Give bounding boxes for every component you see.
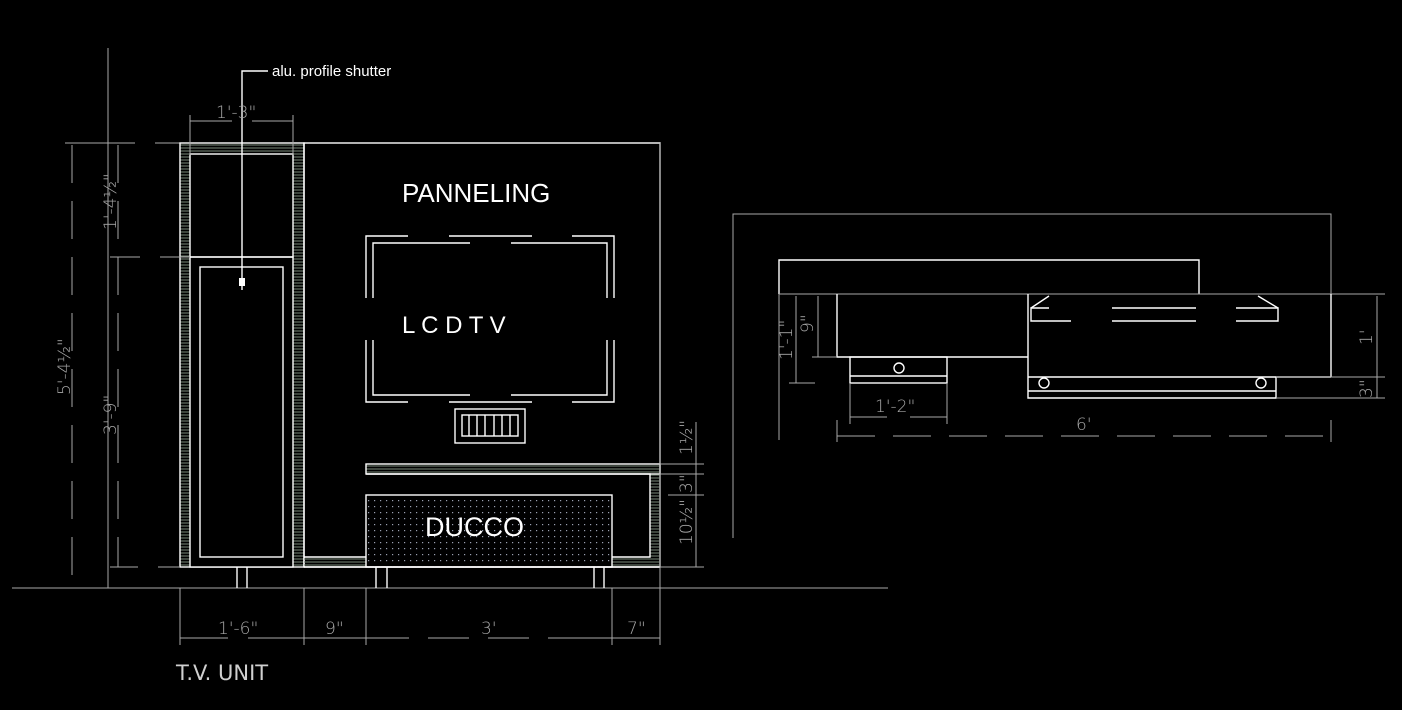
dim-vertical-right: 1½" 3" 10½": [659, 143, 704, 590]
vent-grille: [454, 408, 526, 444]
svg-text:3": 3": [677, 474, 697, 493]
dim-vertical-left: 5'-4½" 1'-4½" 3'-9": [55, 145, 190, 588]
lcd-tv-label: L C D T V: [402, 312, 506, 339]
dim-bottom: 1'-6" 9" 3' 7": [179, 588, 661, 645]
svg-text:9": 9": [325, 619, 344, 639]
dim-shutter-width: 1'-3": [189, 103, 294, 155]
svg-text:6': 6': [1076, 415, 1092, 435]
svg-text:1'-1": 1'-1": [777, 320, 797, 360]
panneling-label: PANNELING: [402, 178, 550, 208]
drawing-title: T.V. UNIT: [175, 661, 268, 685]
svg-text:1'-2": 1'-2": [875, 397, 915, 417]
svg-text:1'-3": 1'-3": [216, 103, 256, 123]
svg-text:1'-6": 1'-6": [218, 619, 258, 639]
plan-dimensions: 1'-1" 9" 1'-2" 6' 1' 3": [777, 296, 1385, 442]
callout: alu. profile shutter: [239, 63, 391, 290]
svg-text:3": 3": [1357, 379, 1377, 398]
svg-text:7": 7": [627, 619, 646, 639]
tv-console-plan: [1027, 294, 1332, 399]
elevation-view: alu. profile shutter PANNELING L C D T V: [12, 48, 888, 685]
callout-label: alu. profile shutter: [272, 63, 391, 80]
svg-text:3'-9": 3'-9": [101, 395, 121, 435]
svg-text:1'-4½": 1'-4½": [101, 173, 121, 230]
svg-text:1½": 1½": [677, 420, 697, 455]
plan-view: 1'-1" 9" 1'-2" 6' 1' 3": [732, 213, 1385, 538]
ducco-drawer: [366, 495, 612, 567]
svg-text:5'-4½": 5'-4½": [55, 338, 75, 395]
svg-text:10½": 10½": [677, 499, 697, 545]
svg-text:1': 1': [1357, 330, 1377, 346]
svg-text:9": 9": [798, 314, 818, 333]
svg-text:3': 3': [481, 619, 497, 639]
lcd-tv: [365, 235, 615, 403]
ducco-label: DUCCO: [425, 512, 524, 542]
